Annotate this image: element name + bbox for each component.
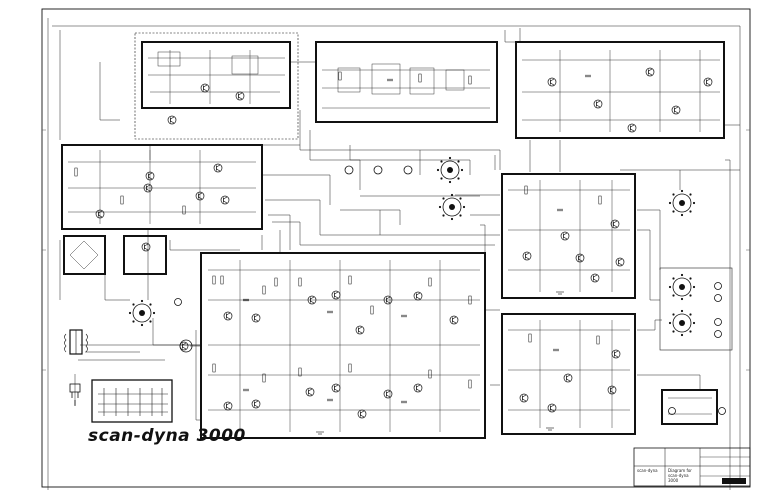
board-tuner (141, 41, 291, 109)
dashed-submodule (134, 32, 299, 140)
title-block-logo: scan-dyna (637, 468, 658, 473)
board-rectifier (63, 235, 106, 275)
board-preamp (61, 144, 263, 230)
board-decoder (515, 41, 725, 139)
transistor-symbols (95, 67, 713, 419)
brand-logo: scan-dyna 3000 (88, 426, 246, 446)
board-traces (68, 50, 720, 432)
board-power-amp (200, 252, 486, 439)
title-block-drawing-title: Diagram for scan-dyna 3000 (668, 468, 692, 483)
board-if (315, 41, 498, 123)
ground-symbols (316, 291, 564, 435)
board-component-list (91, 379, 173, 423)
rotary-switch-symbols (128, 156, 696, 337)
board-regulator (123, 235, 167, 275)
terminal-symbols (174, 165, 726, 415)
border-ticks (42, 129, 750, 371)
board-tone-control (501, 173, 636, 299)
title-block (633, 447, 751, 487)
component-list-marks (98, 388, 168, 416)
speaker-switch-frame (659, 267, 733, 351)
circuit-boards (61, 41, 725, 439)
interconnect-wiring (47, 18, 741, 490)
board-power-switch (661, 389, 718, 425)
mains-plug-symbol (69, 383, 81, 406)
transformer-symbol (64, 329, 88, 355)
board-output-stage (501, 313, 636, 435)
sheet-border (41, 8, 751, 488)
